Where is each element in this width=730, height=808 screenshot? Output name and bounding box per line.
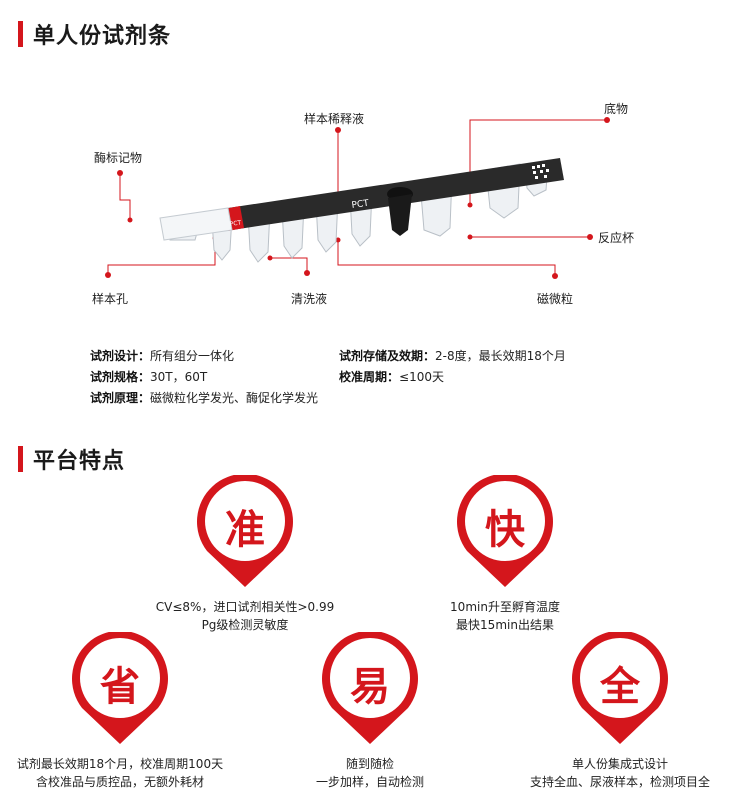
- feature-char: 易: [350, 664, 390, 710]
- section-header-platform-features: 平台特点: [18, 443, 125, 475]
- feature-economical: 省 试剂最长效期18个月，校准周期100天 含校准品与质控品，无额外耗材: [5, 632, 235, 792]
- section-header-reagent-strip: 单人份试剂条: [18, 18, 171, 50]
- strip-top-plate: [159, 207, 233, 241]
- spec-calibration-key: 校准周期：: [339, 370, 400, 384]
- feature-desc-line: 随到随检: [345, 757, 394, 771]
- reaction-cup-body: [388, 194, 412, 236]
- callout-magnetic-beads: 磁微粒: [537, 292, 574, 306]
- callout-enzyme-label: 酶标记物: [94, 151, 143, 165]
- feature-desc-line: 一步加样，自动检测: [315, 775, 424, 789]
- map-pin-icon: [572, 632, 668, 744]
- callout-substrate: 底物: [604, 102, 629, 116]
- feature-desc-line: Pg级检测灵敏度: [201, 618, 289, 632]
- spec-spec-key: 试剂规格：: [90, 370, 151, 384]
- map-pin-icon: [197, 475, 293, 587]
- spec-design: 试剂设计：所有组分一体化: [90, 347, 234, 364]
- feature-char: 快: [485, 507, 525, 553]
- feature-desc-line: 单人份集成式设计: [571, 757, 668, 771]
- reagent-strip-diagram: PCT PCT 酶标记物 样本稀释液 底物 反应杯 样本孔 清洗液 磁微粒: [0, 90, 730, 330]
- spec-principle-key: 试剂原理：: [90, 391, 151, 405]
- feature-accurate: 准 CV≤8%，进口试剂相关性>0.99 Pg级检测灵敏度: [150, 475, 340, 635]
- callout-lines: [107, 119, 607, 276]
- strip-main-label-text: PCT: [351, 199, 370, 211]
- strip-left-tag-text: PCT: [229, 219, 242, 228]
- spec-principle: 试剂原理：磁微粒化学发光、酶促化学发光: [90, 389, 318, 406]
- spec-storage-value: 2-8度，最长效期18个月: [435, 349, 566, 363]
- callout-dots: [105, 117, 610, 279]
- spec-spec: 试剂规格：30T，60T: [90, 368, 207, 385]
- spec-calibration-value: ≤100天: [399, 370, 444, 384]
- callout-sample-diluent: 样本稀释液: [304, 112, 365, 126]
- callout-sample-hole: 样本孔: [92, 292, 129, 306]
- spec-calibration: 校准周期：≤100天: [339, 368, 444, 385]
- feature-fast: 快 10min升至孵育温度 最快15min出结果: [410, 475, 600, 635]
- spec-storage-key: 试剂存储及效期：: [339, 349, 436, 363]
- section-title: 平台特点: [33, 449, 126, 474]
- spec-spec-value: 30T，60T: [150, 370, 208, 384]
- section-accent-bar: [18, 446, 23, 472]
- spec-principle-value: 磁微粒化学发光、酶促化学发光: [150, 391, 319, 405]
- spec-design-key: 试剂设计：: [90, 349, 151, 363]
- feature-char: 全: [600, 664, 640, 710]
- feature-desc-line: 最快15min出结果: [456, 618, 554, 632]
- callout-wash-liquid: 清洗液: [291, 292, 328, 306]
- reagent-strip-illustration: PCT PCT: [105, 117, 610, 279]
- feature-desc-line: 10min升至孵育温度: [450, 600, 560, 614]
- feature-desc-line: 支持全血、尿液样本，检测项目全: [529, 775, 710, 789]
- spec-design-value: 所有组分一体化: [150, 349, 235, 363]
- map-pin-icon: [322, 632, 418, 744]
- feature-comprehensive: 全 单人份集成式设计 支持全血、尿液样本，检测项目全: [515, 632, 725, 792]
- section-accent-bar: [18, 21, 23, 47]
- map-pin-icon: [457, 475, 553, 587]
- feature-char: 准: [225, 507, 265, 553]
- callout-reaction-cup: 反应杯: [598, 231, 635, 245]
- map-pin-icon: [72, 632, 168, 744]
- section-title: 单人份试剂条: [33, 24, 172, 49]
- feature-char: 省: [100, 664, 140, 710]
- feature-easy: 易 随到随检 一步加样，自动检测: [285, 632, 455, 792]
- feature-desc-line: CV≤8%，进口试剂相关性>0.99: [155, 600, 335, 614]
- feature-desc-line: 试剂最长效期18个月，校准周期100天: [16, 757, 224, 771]
- spec-storage: 试剂存储及效期：2-8度，最长效期18个月: [339, 347, 566, 364]
- feature-desc-line: 含校准品与质控品，无额外耗材: [35, 775, 204, 789]
- strip-qr-code: [532, 164, 549, 179]
